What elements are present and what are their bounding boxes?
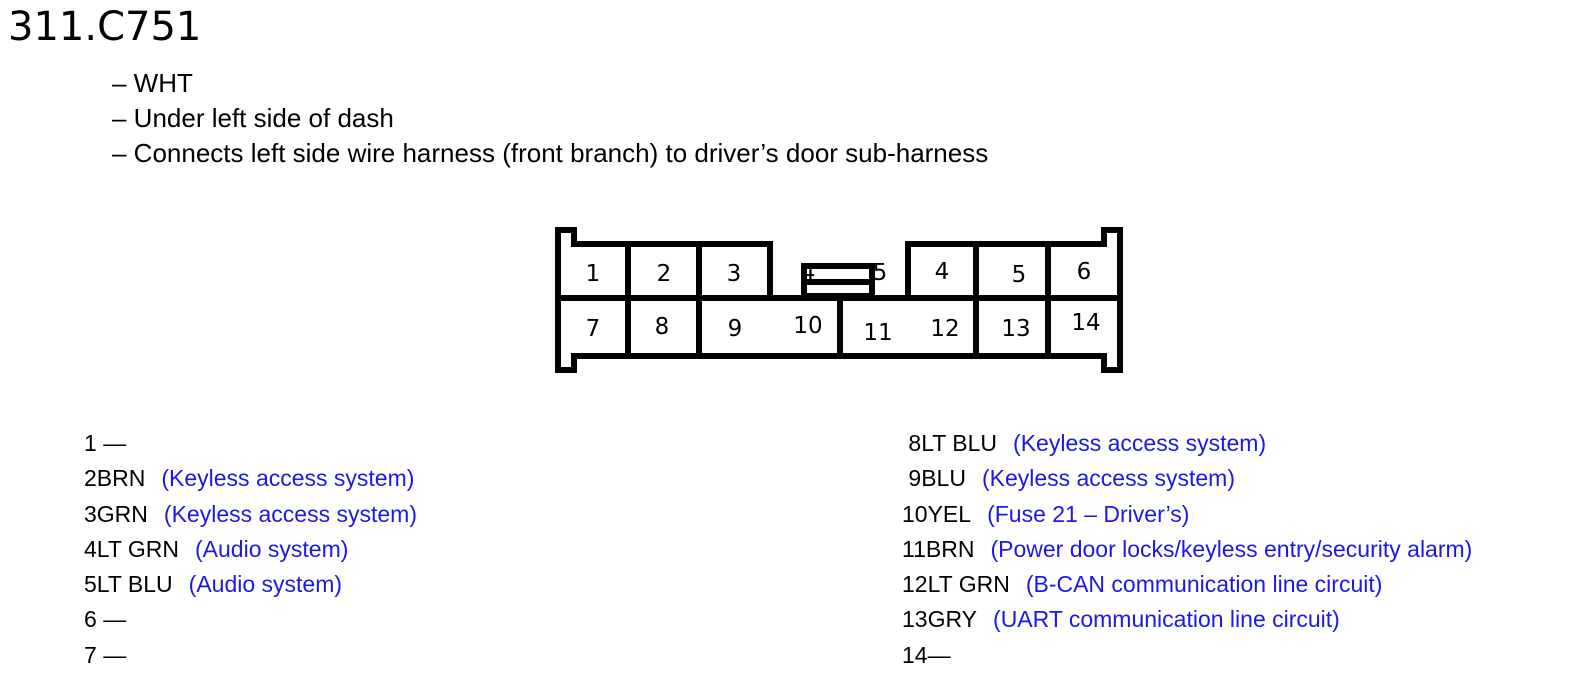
pin-entry: 12LT GRN(B-CAN communication line circui… — [902, 571, 1383, 598]
pin-label-10: 10 — [793, 313, 822, 339]
connector-title: 311.C751 — [8, 4, 202, 50]
pin-label-7: 7 — [586, 316, 601, 342]
note-color: – WHT — [112, 68, 193, 98]
pin-entry: 14— — [902, 641, 951, 668]
connector-notes: – WHT – Under left side of dash – Connec… — [112, 66, 988, 171]
pin-entry: 13GRY(UART communication line circuit) — [902, 606, 1340, 633]
note-location: – Under left side of dash — [112, 103, 394, 133]
pin-entry: 8LT BLU(Keyless access system) — [902, 430, 1267, 456]
pin-label-11: 11 — [863, 320, 892, 346]
pin-label-9: 9 — [728, 316, 743, 342]
pin-entry: 10YEL(Fuse 21 – Driver’s) — [902, 500, 1190, 527]
pin-list-right: 8LT BLU(Keyless access system) 9BLU(Keyl… — [902, 426, 1472, 673]
pin-label-1: 1 — [586, 261, 601, 287]
pin-entry: 4LT GRN(Audio system) — [84, 535, 349, 562]
pin-entry: 3GRN(Keyless access system) — [84, 500, 417, 527]
pin-label-12: 12 — [930, 316, 959, 342]
pin-entry: 6 — — [84, 606, 127, 633]
pin-label-14: 14 — [1071, 310, 1100, 336]
pin-entry: 11BRN(Power door locks/keyless entry/sec… — [902, 535, 1473, 562]
pin-label-13: 13 — [1001, 316, 1030, 342]
pin-label-tab-4: 4 — [801, 260, 816, 286]
pin-entry: 5LT BLU(Audio system) — [84, 571, 343, 598]
pin-label-2: 2 — [657, 261, 672, 287]
pin-label-6: 6 — [1077, 259, 1092, 285]
pin-entry: 2BRN(Keyless access system) — [84, 465, 415, 492]
pin-label-8: 8 — [655, 314, 670, 340]
pin-entry: 7 — — [84, 641, 127, 668]
pin-entry: 9BLU(Keyless access system) — [902, 465, 1235, 492]
pin-list-left: 1 — 2BRN(Keyless access system) 3GRN(Key… — [84, 426, 417, 673]
pin-label-3: 3 — [727, 261, 742, 287]
connector-housing-outline — [555, 227, 1123, 373]
pin-entry: 1 — — [84, 430, 127, 456]
pin-label-5: 5 — [1012, 262, 1027, 288]
pin-label-tab-5: 5 — [873, 260, 888, 286]
pin-label-4: 4 — [935, 259, 950, 285]
note-connection: – Connects left side wire harness (front… — [112, 138, 989, 168]
